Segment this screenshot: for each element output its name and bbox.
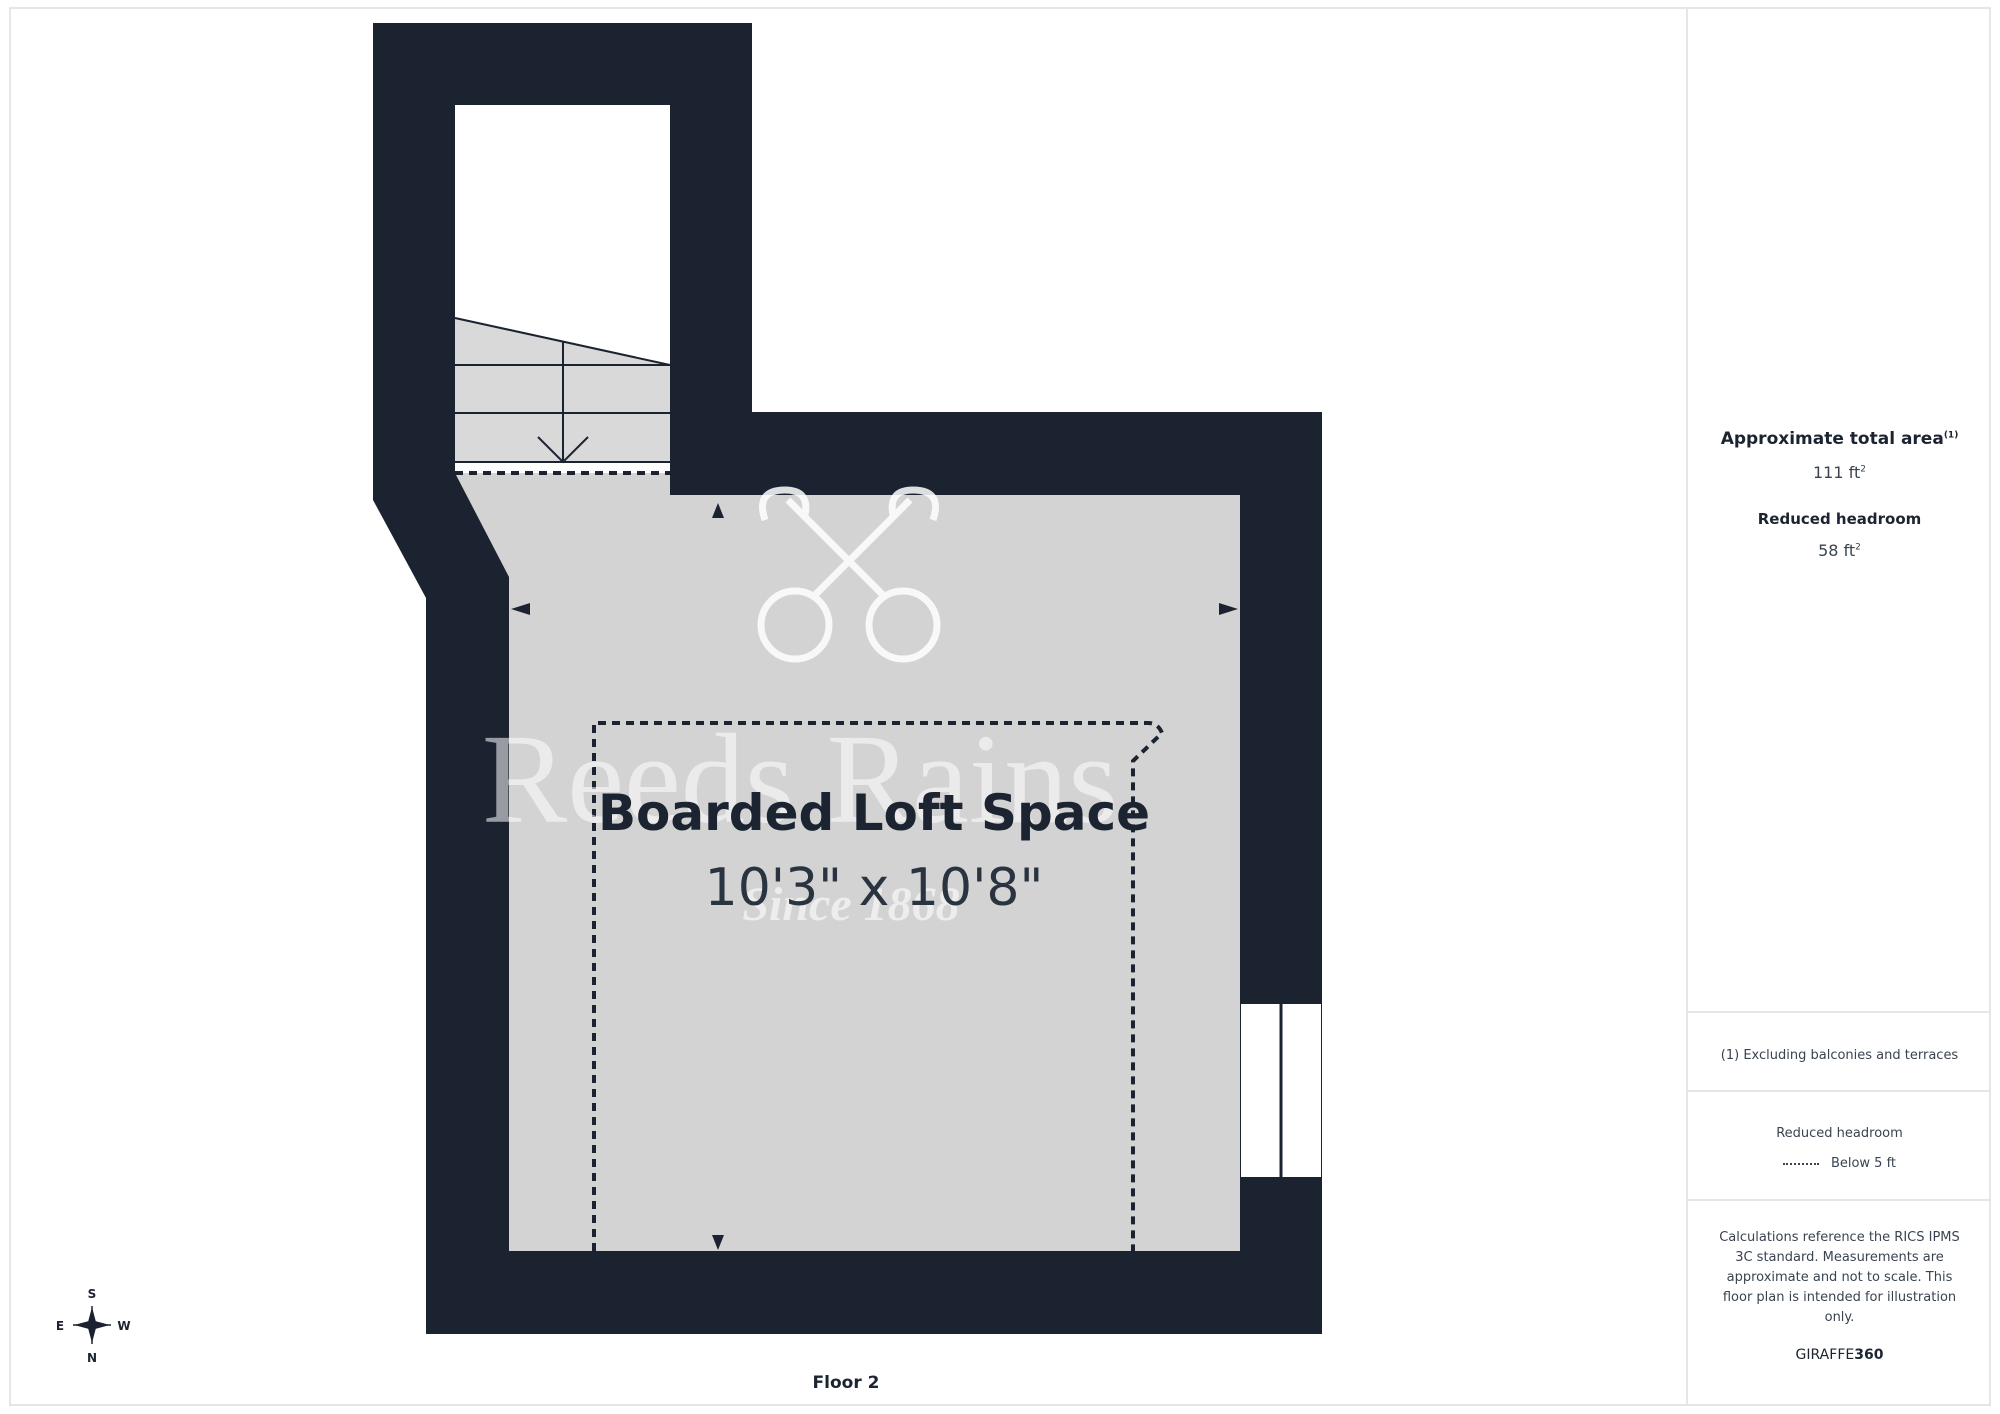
dimension-arrows	[511, 503, 1238, 1250]
reduced-headroom-outline	[455, 471, 1165, 1251]
reduced-headroom-unit-sup: 2	[1855, 542, 1861, 553]
info-sidebar: Approximate total area(1) 111 ft2 Reduce…	[1686, 7, 1991, 1406]
stair-direction-arrow	[537, 436, 589, 464]
divider	[1688, 1199, 1991, 1201]
legend-title: Reduced headroom	[1776, 1126, 1903, 1141]
total-area-heading: Approximate total area(1)	[1688, 429, 1991, 449]
total-area-value: 111 ft2	[1688, 463, 1991, 482]
divider	[1688, 1011, 1991, 1013]
page-frame	[9, 7, 1991, 1406]
room-dimensions: 10'3" x 10'8"	[705, 858, 1044, 918]
total-area-unit-sup: 2	[1860, 464, 1866, 475]
floor-plan: Reeds Rains Since 1868 Boarded Loft Spac…	[56, 23, 1322, 1393]
watermark-tagline: Since 1868	[742, 878, 959, 931]
disclaimer: Calculations reference the RICS IPMS 3C …	[1719, 1230, 1960, 1325]
watermark-crossed-keys-icon	[757, 486, 941, 663]
brand-logo: GIRAFFE360	[1688, 1347, 1991, 1363]
brand-right: 360	[1854, 1347, 1884, 1363]
divider	[1688, 1090, 1991, 1092]
footnote: (1) Excluding balconies and terraces	[1720, 1048, 1959, 1063]
room-floor	[455, 473, 1240, 1251]
reduced-headroom-value: 58 ft2	[1688, 541, 1991, 560]
dotted-line-icon	[1782, 1162, 1819, 1165]
compass-east: E	[56, 1319, 64, 1333]
reduced-headroom-heading: Reduced headroom	[1757, 510, 1922, 528]
room-name: Boarded Loft Space	[598, 784, 1150, 842]
reduced-headroom-number: 58 ft	[1818, 541, 1856, 560]
watermark-brand: Reeds Rains	[482, 708, 1118, 850]
floor-label: Floor 2	[813, 1373, 880, 1393]
legend-entry: Below 5 ft	[1688, 1156, 1991, 1171]
total-area-note-marker: (1)	[1943, 430, 1959, 441]
window	[1241, 1004, 1321, 1177]
total-area-label: Approximate total area	[1720, 429, 1944, 449]
total-area-number: 111 ft	[1813, 463, 1861, 482]
compass-north: N	[87, 1351, 97, 1365]
brand-left: GIRAFFE	[1795, 1347, 1855, 1363]
legend-entry-label: Below 5 ft	[1830, 1156, 1897, 1171]
compass-west: W	[117, 1319, 130, 1333]
compass-south: S	[88, 1287, 97, 1301]
compass-rose-icon	[73, 1306, 111, 1344]
